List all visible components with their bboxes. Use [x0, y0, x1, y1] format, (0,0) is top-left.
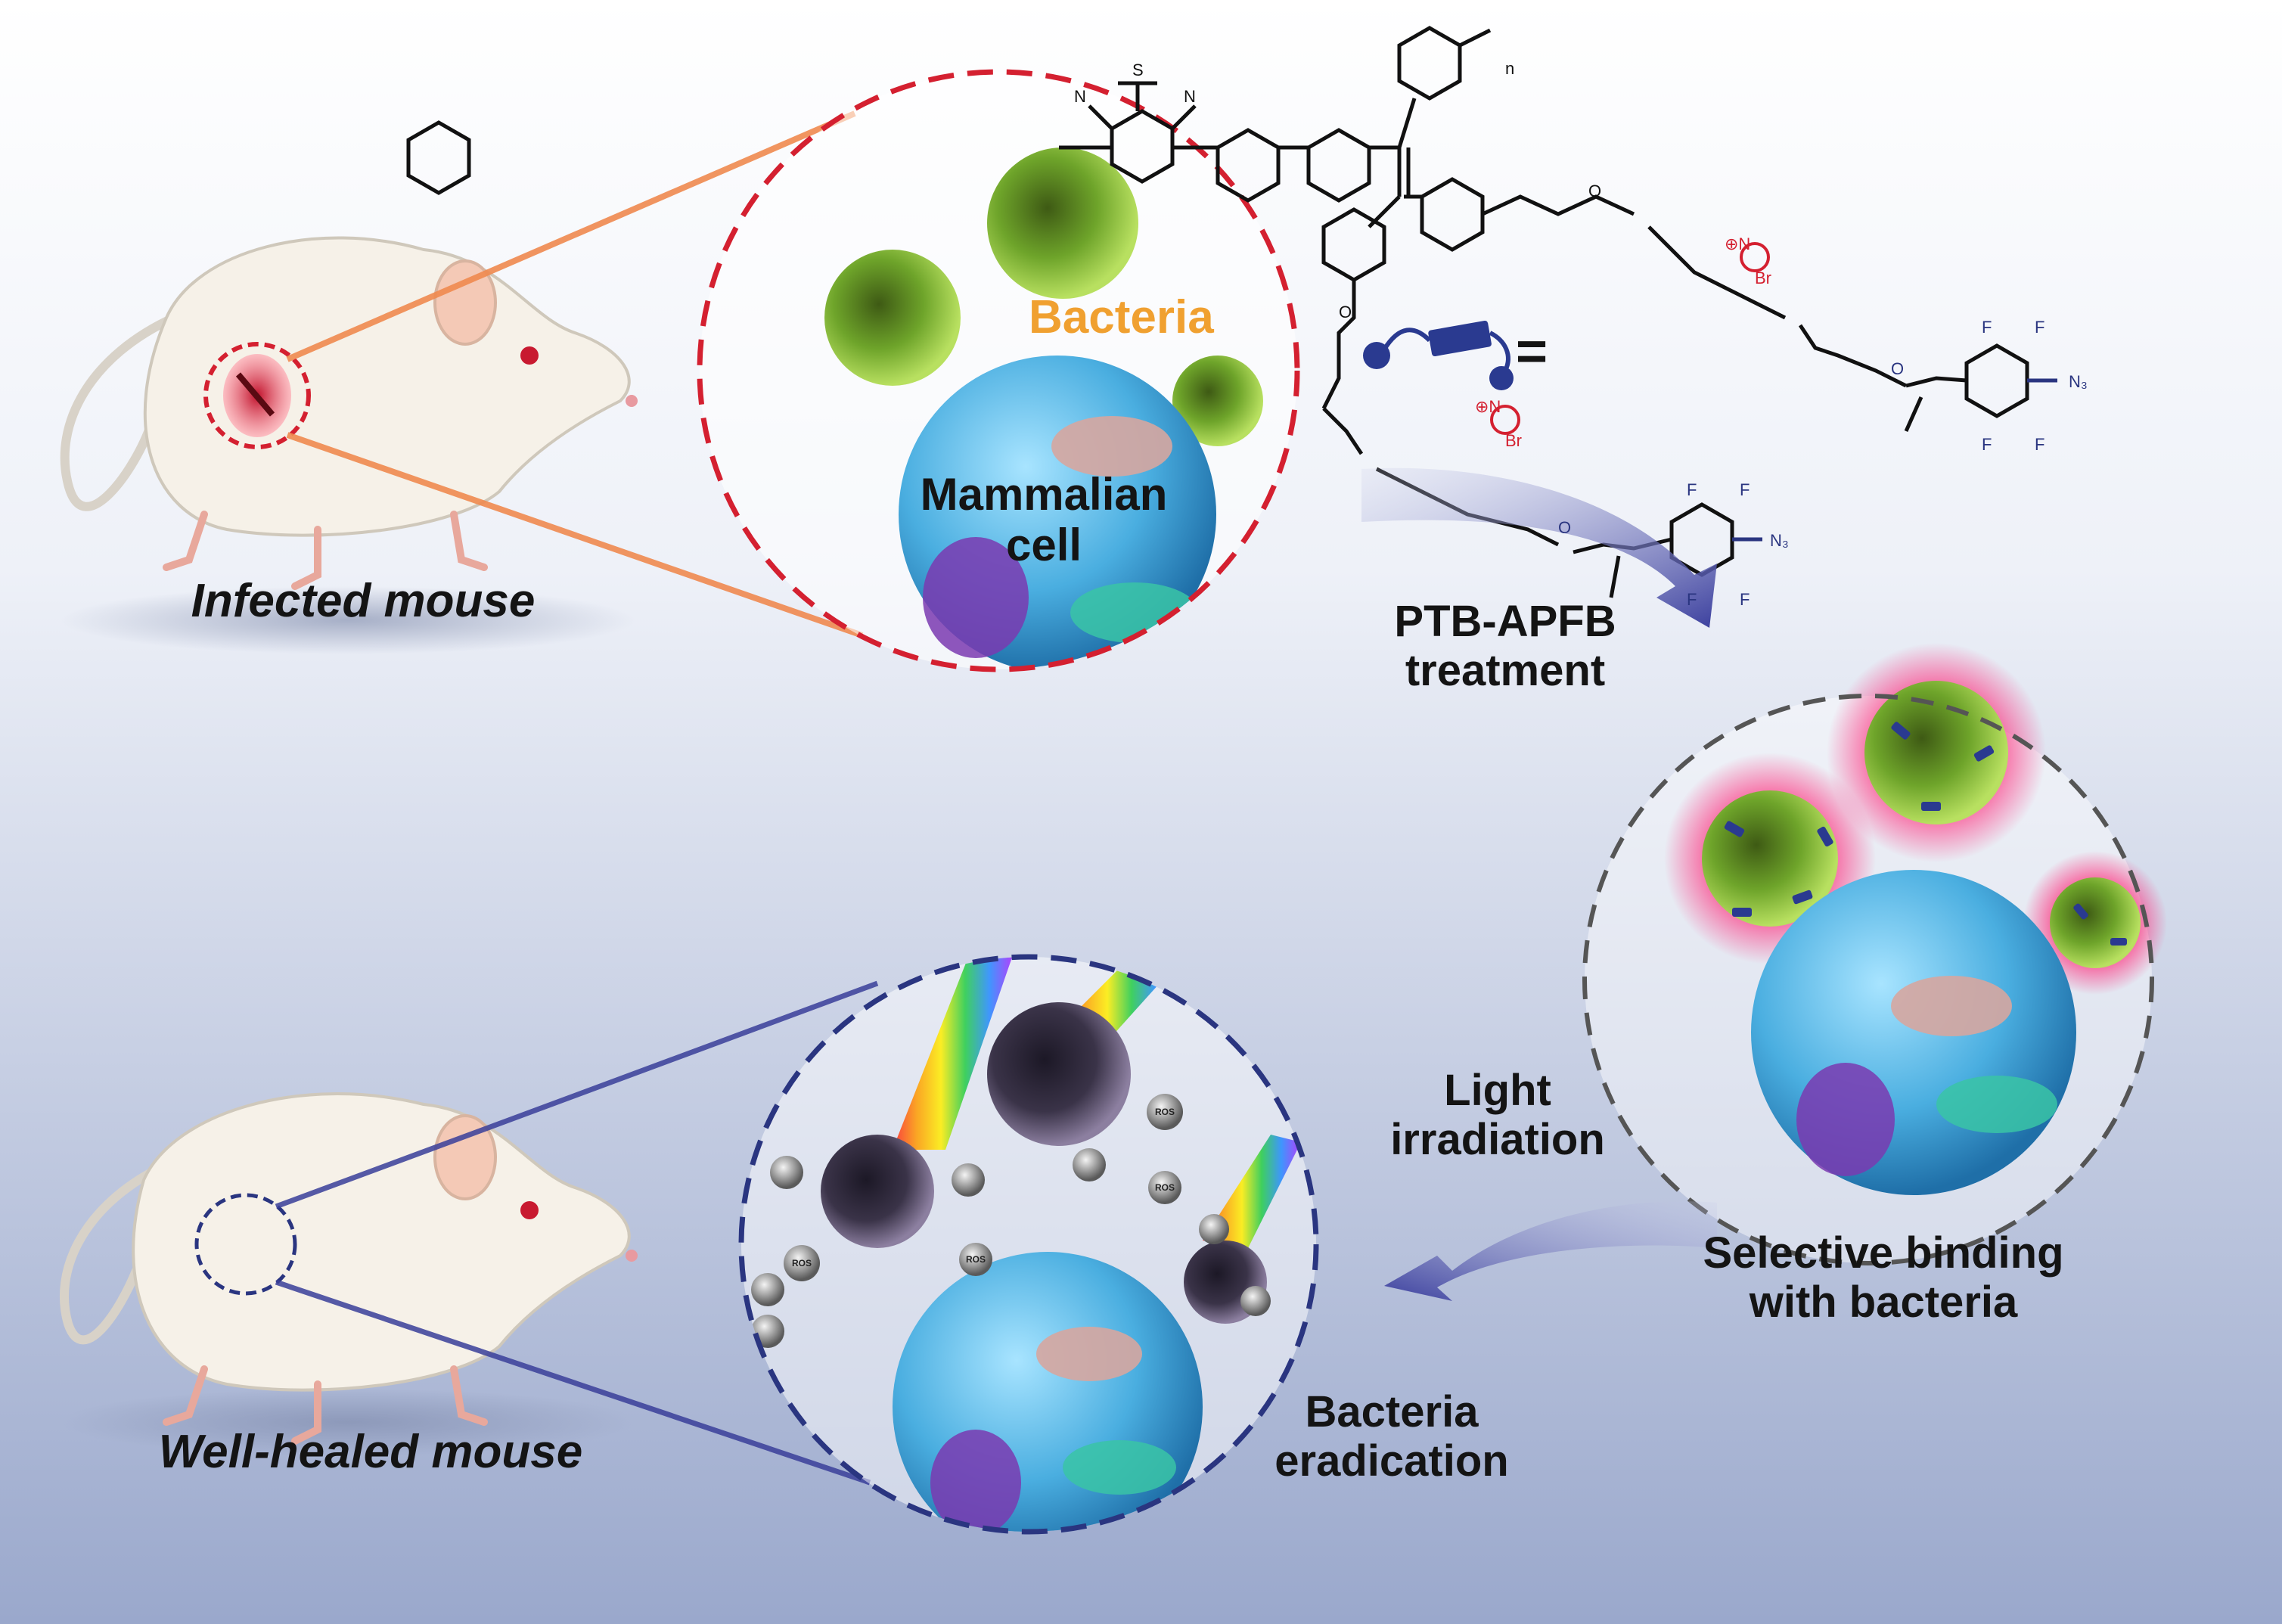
- polymer-glyph: [1363, 320, 1514, 390]
- bacterium: [1172, 356, 1263, 446]
- atom-o: O: [1891, 359, 1904, 378]
- eradication-line-1: Bacteria: [1305, 1387, 1479, 1436]
- bound-bacterium: [1864, 681, 2008, 824]
- azide: N₃: [1770, 531, 1789, 550]
- mammalian-line-1: Mammalian: [920, 469, 1168, 520]
- infection-site-ring: [203, 342, 311, 449]
- healed-mouse-label: Well-healed mouse: [158, 1426, 583, 1478]
- mammalian-cell-label: Mammalian cell: [885, 469, 1203, 570]
- atom-f: F: [1687, 480, 1697, 499]
- eradication-label: Bacteria eradication: [1233, 1387, 1551, 1486]
- treatment-line-2: treatment: [1405, 645, 1606, 695]
- selective-line-1: Selective binding: [1703, 1228, 2064, 1278]
- healed-site-ring: [194, 1193, 297, 1296]
- bacteria-label: Bacteria: [1029, 291, 1214, 343]
- bromide: Br: [1755, 269, 1771, 287]
- ptb-apfb-structure: [406, 120, 471, 195]
- light-beam: [1203, 1135, 1301, 1248]
- equals-sign: =: [1515, 321, 1548, 382]
- ros-label: ROS: [1155, 1107, 1175, 1117]
- ros-label: ROS: [792, 1258, 812, 1268]
- atom-o: O: [1339, 303, 1352, 321]
- atom-labels: S N N n O O ⊕N Br ⊕N Br O N₃ F F F F O N…: [1074, 59, 2088, 609]
- ros-particle: [770, 1156, 803, 1189]
- healed-mouse-illustration: [59, 1092, 638, 1456]
- infected-mouse-label: Infected mouse: [191, 575, 536, 627]
- azide-ends: [1732, 378, 2057, 542]
- infected-mouse-illustration: [60, 236, 638, 654]
- eradication-circle: [738, 954, 1319, 1535]
- atom-s: S: [1132, 61, 1144, 79]
- eradication-line-2: eradication: [1275, 1436, 1509, 1486]
- ptb-apfb-skeleton: [1059, 26, 2029, 598]
- atom-f: F: [2035, 435, 2044, 454]
- light-irradiation-label: Light irradiation: [1309, 1066, 1687, 1165]
- mammalian-line-2: cell: [1005, 520, 1082, 571]
- binding-circle: [1582, 643, 2167, 1265]
- ros-particle: [952, 1163, 985, 1197]
- treatment-line-1: PTB-APFB: [1394, 597, 1616, 646]
- ros-particle: [1147, 1094, 1183, 1130]
- ros-labels: ROS ROS ROS ROS: [792, 1107, 1175, 1268]
- atom-f: F: [2035, 318, 2044, 337]
- ros-particle: [1073, 1148, 1106, 1182]
- treatment-arrow: [1361, 467, 1717, 628]
- selective-line-2: with bacteria: [1749, 1277, 2018, 1327]
- ros-particle: [959, 1243, 992, 1276]
- ros-particle: [1199, 1214, 1229, 1244]
- atom-n: N: [1074, 87, 1086, 106]
- ros-label: ROS: [1155, 1182, 1175, 1193]
- atom-f: F: [1740, 480, 1750, 499]
- treatment-label: PTB-APFB treatment: [1354, 597, 1656, 696]
- atom-f: F: [1982, 435, 1992, 454]
- ammonium: ⊕N: [1725, 234, 1750, 253]
- mammalian-cell: [1751, 870, 2076, 1195]
- killed-bacterium: [821, 1135, 934, 1248]
- light-line-2: irradiation: [1390, 1114, 1605, 1164]
- infected-zoom-circle: [697, 69, 1300, 672]
- atom-o: O: [1558, 518, 1571, 537]
- bacterium: [824, 250, 961, 386]
- irradiation-arrow: [1384, 1201, 1717, 1301]
- zoom-lines-bottom: [275, 980, 879, 1486]
- atom-o: O: [1588, 182, 1601, 200]
- atom-f: F: [1687, 590, 1697, 609]
- atom-f: F: [1740, 590, 1750, 609]
- light-beam: [893, 957, 1014, 1150]
- zoom-lines-top: [286, 110, 864, 638]
- bacterium: [987, 147, 1138, 299]
- ammonium: ⊕N: [1475, 397, 1501, 416]
- selective-binding-label: Selective binding with bacteria: [1649, 1228, 2118, 1327]
- ros-label: ROS: [966, 1254, 986, 1265]
- repeat-n: n: [1505, 59, 1514, 78]
- cationic-segments: [1490, 242, 1770, 435]
- ros-particle: [1148, 1171, 1181, 1204]
- ros-particle: [1240, 1286, 1271, 1316]
- killed-bacterium: [987, 1002, 1131, 1146]
- bromide: Br: [1505, 431, 1522, 450]
- azide: N₃: [2069, 372, 2088, 391]
- light-line-1: Light: [1444, 1066, 1551, 1115]
- atom-n: N: [1184, 87, 1196, 106]
- bound-bacterium: [2050, 877, 2141, 968]
- ros-particle: [784, 1245, 820, 1281]
- atom-f: F: [1982, 318, 1992, 337]
- ros-particle: [751, 1273, 784, 1306]
